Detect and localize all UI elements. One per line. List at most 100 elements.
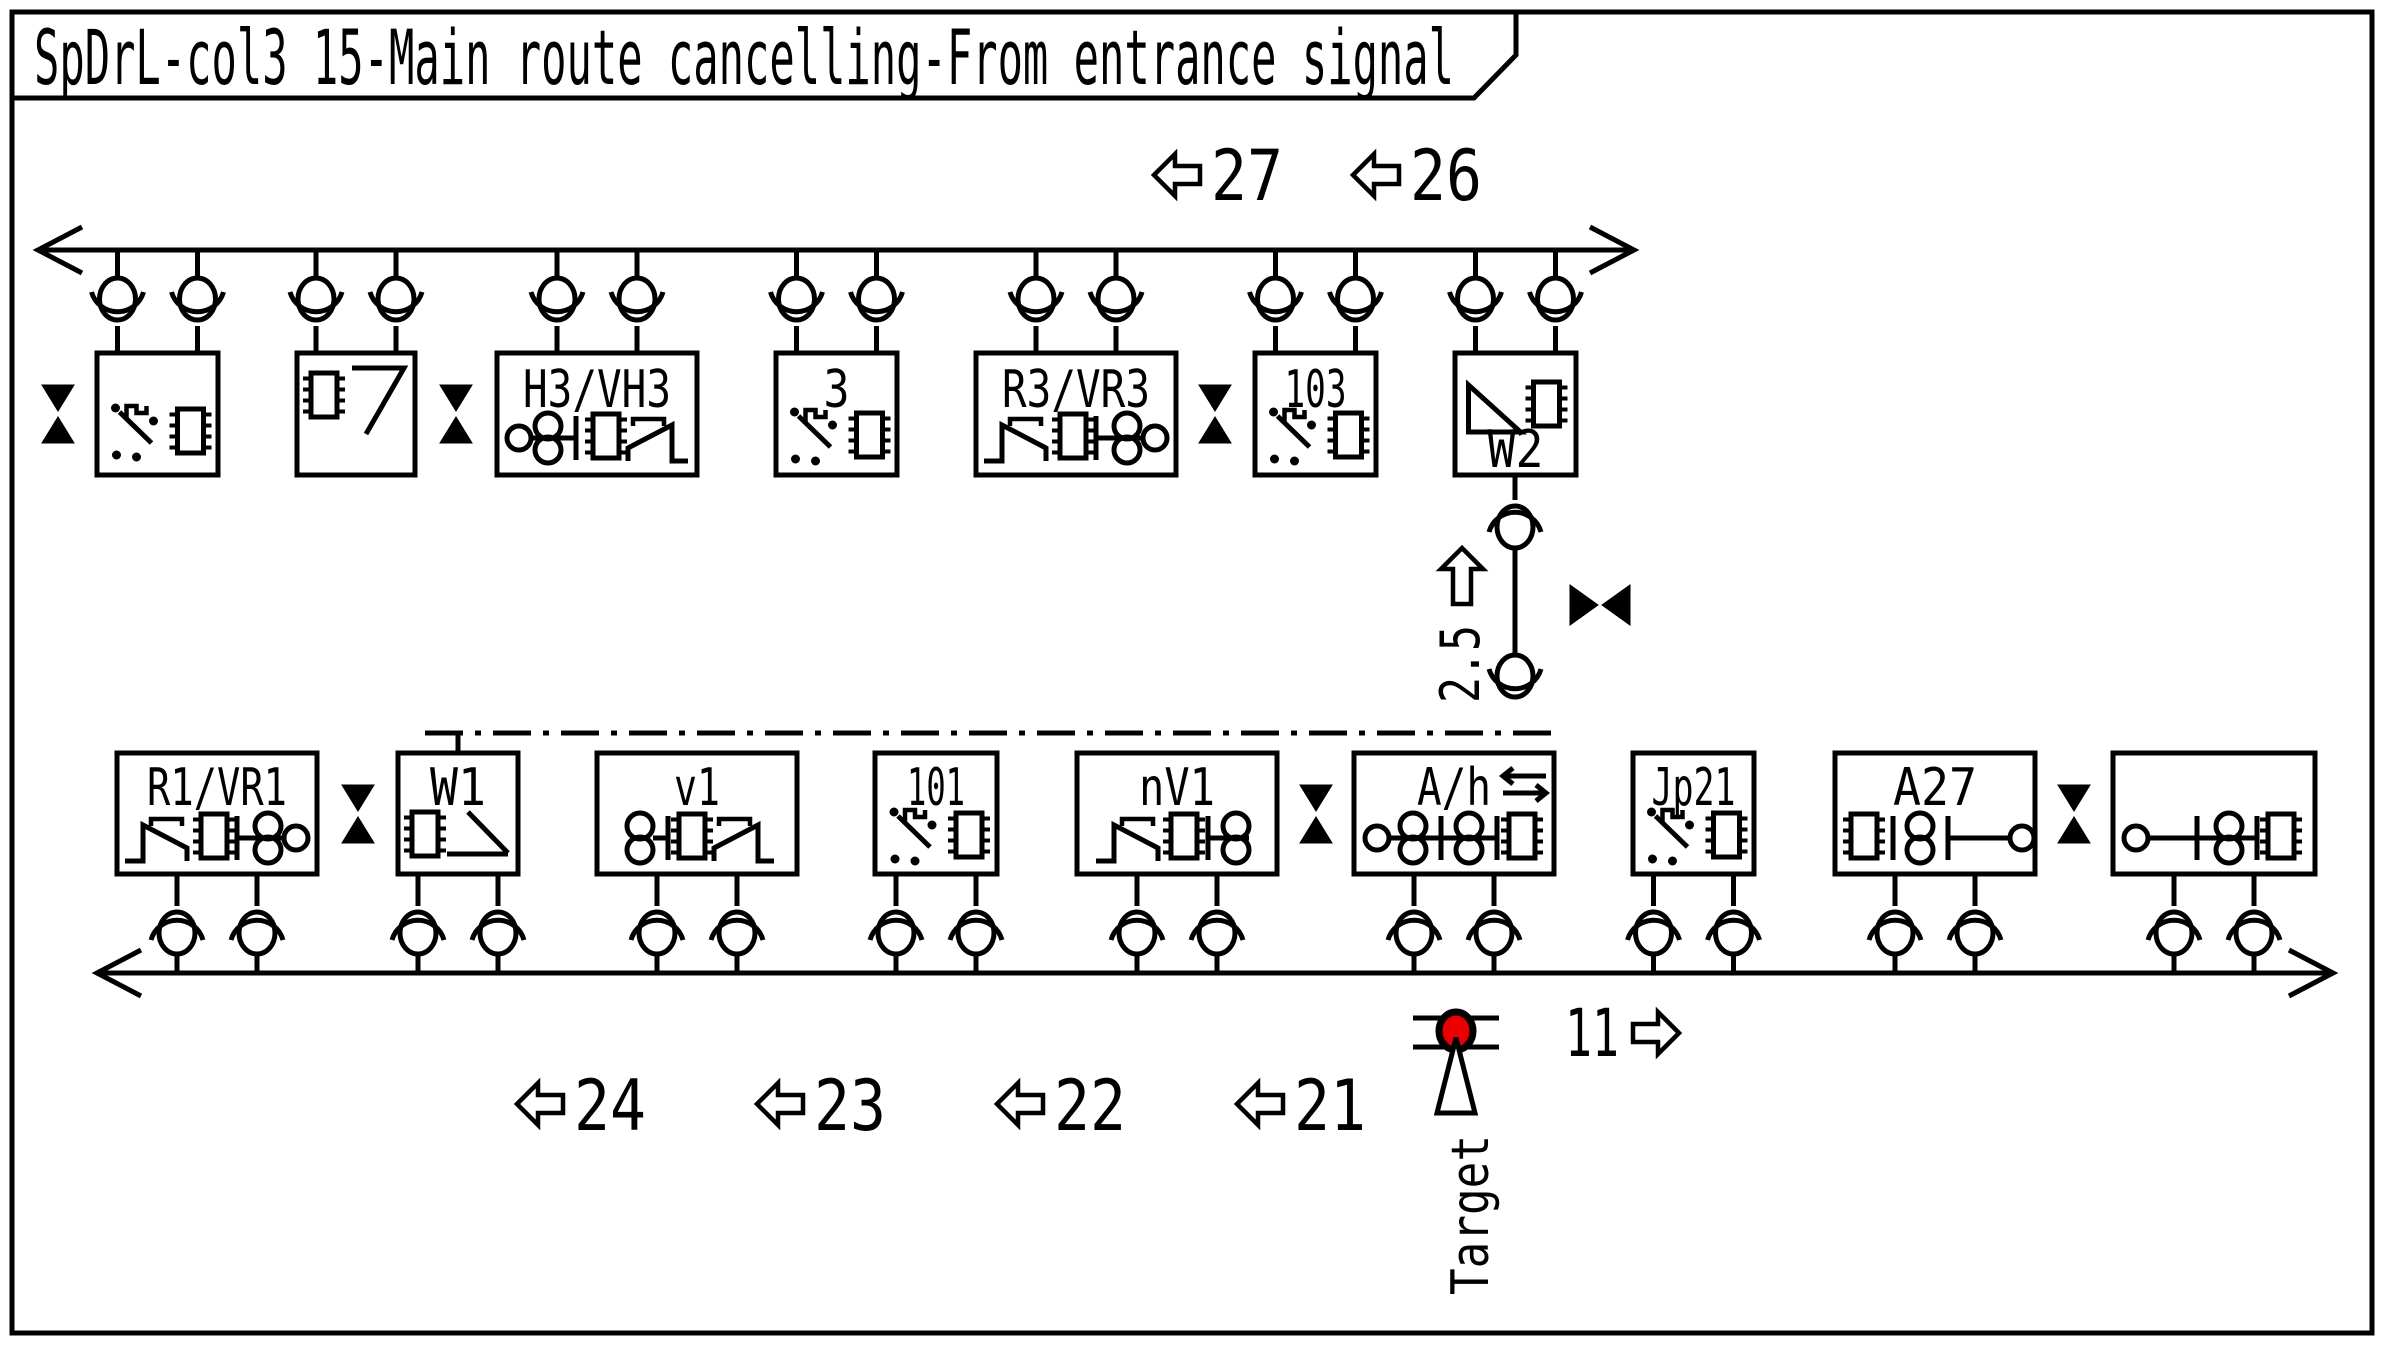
contact-dot-icon bbox=[790, 407, 799, 417]
route-number: 26 bbox=[1410, 135, 1482, 217]
glyph-stroke bbox=[1705, 917, 1762, 941]
target-marker[interactable]: Target bbox=[1413, 1008, 1501, 1295]
glyph-stroke bbox=[1534, 783, 1551, 803]
relay-box-label: nV1 bbox=[1139, 758, 1215, 818]
relay-coil-icon bbox=[590, 411, 622, 461]
isolation-bowtie-icon bbox=[1198, 384, 1232, 444]
relay-box-label: H3/VH3 bbox=[523, 360, 671, 420]
glyph-stroke bbox=[41, 384, 75, 412]
relay-box-R1-VR1[interactable]: R1/VR1 bbox=[114, 750, 320, 973]
contact-dot-icon bbox=[149, 416, 158, 426]
swap-arrows-icon bbox=[1498, 766, 1551, 803]
glyph-stroke bbox=[848, 291, 905, 315]
relay-box-A-h[interactable]: A/h bbox=[1351, 750, 1557, 973]
route-arrow-23[interactable]: 23 bbox=[753, 1065, 886, 1147]
glyph-stroke bbox=[1282, 407, 1307, 424]
route-arrow-27[interactable]: 27 bbox=[1150, 135, 1283, 217]
route-arrow-22[interactable]: 22 bbox=[993, 1065, 1126, 1147]
plug-connector-icon bbox=[375, 275, 417, 323]
relay-coil-icon bbox=[1168, 811, 1200, 861]
page-border bbox=[9, 9, 2375, 1336]
contact-dot-icon bbox=[811, 456, 820, 466]
relay-box-W1[interactable]: W1 bbox=[389, 750, 527, 973]
plug-connector-icon bbox=[1095, 275, 1137, 323]
route-arrow-21[interactable]: 21 bbox=[1233, 1065, 1366, 1147]
relay-box-H3-VH3[interactable]: H3/VH3 bbox=[494, 250, 700, 478]
route-arrow-26[interactable]: 26 bbox=[1349, 135, 1482, 217]
glyph-stroke bbox=[1527, 291, 1584, 315]
relay-box-nV1[interactable]: nV1 bbox=[1074, 750, 1280, 973]
glyph-stroke bbox=[803, 407, 828, 424]
relay-box-A27[interactable]: A27 bbox=[1832, 750, 2038, 973]
glyph-stroke bbox=[902, 807, 928, 824]
contact-dot-icon bbox=[1307, 420, 1316, 430]
glyph-stroke bbox=[1866, 917, 1924, 941]
relay-box-v1[interactable]: v1 bbox=[594, 750, 800, 973]
glyph-stroke bbox=[1096, 820, 1161, 864]
glyph-stroke bbox=[1198, 384, 1232, 412]
plug-connector-icon bbox=[1335, 275, 1376, 323]
relay-box-3[interactable]: 3 bbox=[768, 250, 905, 478]
relay-coil-icon bbox=[1531, 379, 1562, 429]
glyph-stroke bbox=[1119, 816, 1156, 826]
target-label: Target bbox=[1441, 1135, 1501, 1295]
glyph-stroke bbox=[2287, 947, 2339, 999]
plug-connector-icon bbox=[1535, 275, 1576, 323]
relay-box-103[interactable]: 103 bbox=[1247, 250, 1384, 478]
glyph-stroke bbox=[1466, 379, 1527, 435]
left-arrow-icon bbox=[1233, 1077, 1286, 1131]
glyph-stroke bbox=[89, 291, 146, 315]
up-arrow-icon bbox=[1435, 544, 1489, 607]
isolation-bowtie-horizontal-icon bbox=[1569, 584, 1631, 626]
glyph-stroke bbox=[9, 9, 1519, 101]
glyph-stroke bbox=[352, 365, 409, 436]
isolation-bowtie-icon bbox=[439, 384, 473, 444]
route-arrow-24[interactable]: 24 bbox=[513, 1065, 646, 1147]
coil-circle-icon bbox=[1111, 434, 1143, 466]
relay-box-R3-VR3[interactable]: R3/VR3 bbox=[973, 250, 1179, 478]
glyph-stroke bbox=[1087, 291, 1145, 315]
glyph-stroke bbox=[91, 947, 143, 999]
glyph-stroke bbox=[1385, 917, 1443, 941]
isolation-bowtie-icon bbox=[341, 784, 375, 844]
relay-coil-icon bbox=[409, 809, 441, 859]
contact-dot-icon bbox=[1269, 407, 1278, 417]
contact-dot-icon bbox=[927, 820, 937, 830]
glyph-stroke bbox=[1569, 584, 1599, 626]
glyph-stroke bbox=[608, 291, 666, 315]
relay-box-0-0[interactable] bbox=[89, 250, 226, 478]
relay-coil-icon bbox=[1848, 811, 1880, 861]
relay-box-0-1[interactable] bbox=[287, 250, 425, 478]
glyph-stroke bbox=[1588, 224, 1640, 276]
plug-connector-icon bbox=[295, 275, 337, 323]
glyph-stroke bbox=[528, 291, 586, 315]
relay-box-101[interactable]: 101 bbox=[867, 750, 1005, 973]
glyph-stroke bbox=[124, 403, 149, 420]
plug-connector-icon bbox=[856, 275, 897, 323]
glyph-stroke bbox=[1498, 766, 1515, 786]
glyph-stroke bbox=[711, 820, 774, 864]
relay-coil-icon bbox=[854, 410, 885, 460]
coil-circle-icon bbox=[624, 834, 656, 866]
route-number: 24 bbox=[574, 1065, 646, 1147]
contact-dot-icon bbox=[889, 807, 899, 817]
glyph-stroke bbox=[1327, 291, 1384, 315]
relay-box-1-8[interactable] bbox=[2110, 750, 2318, 973]
glyph-stroke bbox=[439, 384, 473, 412]
route-number: 21 bbox=[1294, 1065, 1366, 1147]
left-arrow-icon bbox=[1150, 148, 1203, 202]
left-arrow-icon bbox=[513, 1077, 566, 1131]
relay-box-Jp21[interactable]: Jp21 bbox=[1625, 750, 1762, 973]
relay-box-W2[interactable]: W2 bbox=[1447, 250, 1584, 480]
glyph-stroke bbox=[148, 917, 206, 941]
branch-distance-label: 2.5 bbox=[1429, 625, 1492, 703]
glyph-stroke bbox=[1007, 416, 1044, 426]
route-arrow-11[interactable]: 11 bbox=[1565, 995, 1683, 1072]
glyph-stroke bbox=[630, 416, 667, 426]
glyph-stroke bbox=[228, 917, 286, 941]
contact-dot-icon bbox=[828, 420, 837, 430]
contact-dot-icon bbox=[1647, 807, 1656, 817]
glyph-stroke bbox=[1601, 584, 1631, 626]
left-arrow-icon bbox=[753, 1077, 806, 1131]
